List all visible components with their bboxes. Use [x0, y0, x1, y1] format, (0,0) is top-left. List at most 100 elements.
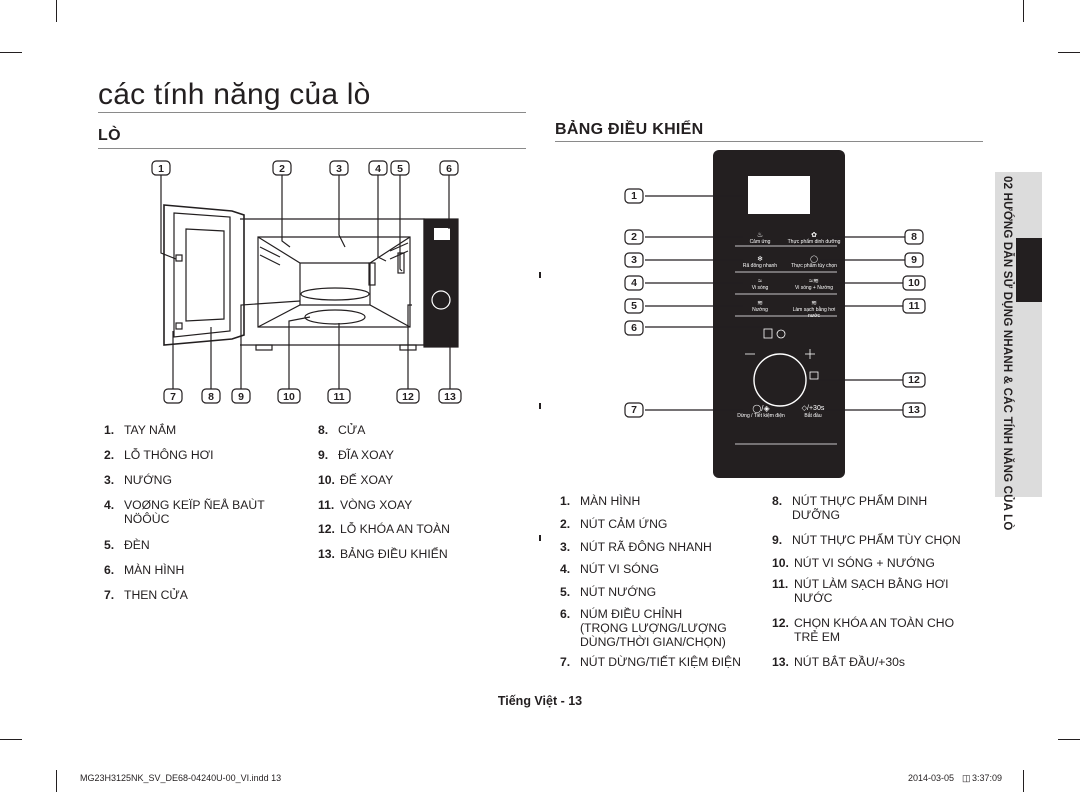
list-item: 3.NÚT RÃ ĐÔNG NHANH: [560, 540, 712, 554]
list-item: 6.MÀN HÌNH: [104, 563, 185, 577]
crop-mark: [1023, 0, 1024, 22]
oven-parts-col2: 8.CỬA 9.ĐĨA XOAY 10.ĐẾ XOAY 11.VÒNG XOAY…: [318, 423, 518, 573]
panel-callout-7: 7: [631, 404, 637, 416]
list-item: 2.NÚT CẢM ỨNG: [560, 517, 668, 531]
steam-clean-button[interactable]: ≋ Làm sạch bằng hơi nước: [787, 300, 841, 319]
list-item: 2.LỖ THÔNG HƠI: [104, 448, 214, 462]
microwave-label: Vi sóng: [751, 285, 769, 291]
list-item: 10.ĐẾ XOAY: [318, 473, 394, 487]
combi-icon: ≈≋: [809, 278, 819, 285]
crop-mark: [56, 770, 57, 792]
print-time: 3:37:09: [972, 773, 1003, 783]
callout-9: 9: [238, 391, 244, 403]
panel-overlay: 1 2 3 4 5 6 7 8 9 10 11 12 13 ♨ Cảm ứng …: [615, 148, 935, 480]
list-item: 9.NÚT THỰC PHẨM TÙY CHỌN: [772, 533, 961, 547]
print-date: 2014-03-05: [908, 773, 955, 783]
panel-callout-1: 1: [631, 190, 637, 202]
oven-parts-col1: 1.TAY NẮM 2.LỖ THÔNG HƠI 3.NƯỚNG 4.VOØNG…: [104, 423, 304, 613]
crop-mark: [1023, 770, 1024, 792]
list-item: 13.NÚT BẮT ĐẦU/+30s: [772, 655, 905, 669]
grill-button[interactable]: ≋ Nướng: [735, 300, 785, 314]
stop-icon: ◯/◈: [752, 404, 770, 413]
healthy-food-icon: ✿: [811, 232, 817, 239]
callout-1: 1: [158, 163, 164, 175]
page-number: Tiếng Việt - 13: [497, 694, 583, 708]
start-icon: ◇/+30s: [801, 405, 825, 412]
callout-11: 11: [333, 391, 345, 403]
registration-mark: [539, 535, 541, 541]
stop-eco-button[interactable]: ◯/◈ Dừng / Tiết kiệm điện: [735, 404, 787, 424]
callout-5: 5: [397, 163, 403, 175]
title-rule: [98, 112, 526, 113]
list-item: 9.ĐĨA XOAY: [318, 448, 394, 462]
list-item: 5.ĐÈN: [104, 538, 150, 552]
my-plate-label: Thực phẩm tùy chọn: [791, 263, 837, 269]
registration-mark: [539, 272, 541, 278]
callout-6: 6: [446, 163, 452, 175]
print-file-info: MG23H3125NK_SV_DE68-04240U-00_VI.indd 13: [80, 773, 282, 783]
sensor-button[interactable]: ♨ Cảm ứng: [735, 232, 785, 246]
controls-col1: 1.MÀN HÌNH 2.NÚT CẢM ỨNG 3.NÚT RÃ ĐÔNG N…: [560, 494, 760, 684]
callout-2: 2: [279, 163, 285, 175]
combi-label: Vi sóng + Nướng: [794, 285, 834, 291]
adjust-dial[interactable]: [754, 354, 806, 406]
chapter-tab-label: 02 HƯỚNG DẪN SỬ DỤNG NHANH & CÁC TÍNH NĂ…: [1001, 176, 1013, 531]
control-panel-diagram: [624, 150, 926, 478]
oven-heading-rule: [98, 148, 526, 149]
crop-mark: [0, 52, 22, 53]
panel-callout-8: 8: [911, 231, 917, 243]
registration-mark: [539, 403, 541, 409]
sensor-icon: ♨: [756, 232, 764, 239]
callout-13: 13: [444, 391, 456, 403]
list-item: 10.NÚT VI SÓNG + NƯỚNG: [772, 556, 935, 570]
microwave-button[interactable]: ≈ Vi sóng: [735, 278, 785, 292]
panel-callout-4: 4: [631, 277, 637, 289]
combi-button[interactable]: ≈≋ Vi sóng + Nướng: [787, 278, 841, 292]
callout-8: 8: [208, 391, 214, 403]
callout-10: 10: [283, 391, 295, 403]
callout-12: 12: [402, 391, 414, 403]
steam-clean-label: Làm sạch bằng hơi nước: [792, 307, 836, 319]
panel-heading: BẢNG ĐIỀU KHIỂN: [555, 121, 704, 138]
my-plate-button[interactable]: ◯ Thực phẩm tùy chọn: [787, 256, 841, 270]
list-item: 7.THEN CỬA: [104, 588, 188, 602]
grill-icon: ≋: [757, 300, 763, 307]
chapter-tab: [995, 172, 1042, 497]
panel-callout-5: 5: [631, 300, 637, 312]
crop-mark: [56, 0, 57, 22]
list-item: 12.LỖ KHÓA AN TOÀN: [318, 522, 450, 536]
page-title: các tính năng của lò: [98, 78, 371, 111]
panel-callout-12: 12: [908, 374, 920, 386]
list-item: 8.CỬA: [318, 423, 366, 437]
list-item: 3.NƯỚNG: [104, 473, 172, 487]
crop-mark: [1058, 739, 1080, 740]
healthy-food-button[interactable]: ✿ Thực phẩm dinh dưỡng: [787, 232, 841, 246]
list-item: 1.TAY NẮM: [104, 423, 177, 437]
power-defrost-label: Rã đông nhanh: [742, 263, 778, 269]
panel-callout-3: 3: [631, 254, 637, 266]
crop-mark: [0, 739, 22, 740]
start-button[interactable]: ◇/+30s Bắt đầu: [787, 404, 839, 424]
list-item: 7.NÚT DỪNG/TIẾT KIỆM ĐIỆN: [560, 655, 741, 669]
list-item: 4.NÚT VI SÓNG: [560, 562, 660, 576]
callout-4: 4: [375, 163, 381, 175]
start-label: Bắt đầu: [804, 413, 822, 419]
panel-callout-6: 6: [631, 322, 637, 334]
panel-callout-11: 11: [908, 300, 920, 312]
panel-callout-9: 9: [911, 254, 917, 266]
list-item: 5.NÚT NƯỚNG: [560, 585, 657, 599]
power-defrost-button[interactable]: ❄ Rã đông nhanh: [735, 256, 785, 270]
microwave-icon: ≈: [758, 278, 762, 285]
chapter-tab-marker: [1016, 238, 1042, 302]
panel-callout-2: 2: [631, 231, 637, 243]
list-item: 13.BẢNG ĐIỀU KHIỂN: [318, 547, 448, 561]
child-lock-icon[interactable]: [808, 370, 820, 382]
panel-callout-10: 10: [908, 277, 920, 289]
stop-eco-label: Dừng / Tiết kiệm điện: [737, 413, 785, 419]
defrost-icon: ❄: [757, 256, 763, 263]
